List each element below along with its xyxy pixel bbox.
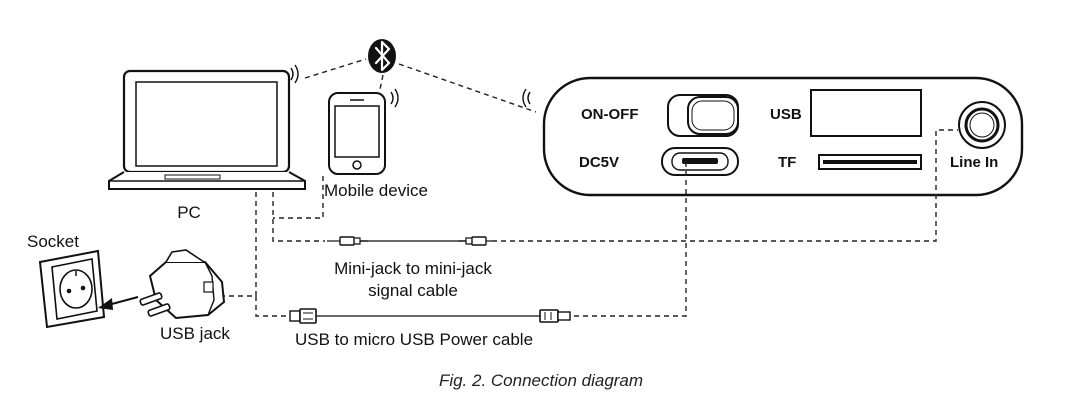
usb-label: USB	[770, 106, 802, 123]
wireless-signal-icon	[522, 88, 531, 108]
mobile-device-label: Mobile device	[324, 181, 428, 200]
usb-port	[810, 89, 922, 137]
on-off-label: ON-OFF	[581, 106, 639, 123]
minijack-cable-label-line1: Mini-jack to mini-jack	[334, 259, 492, 278]
pc-label: PC	[177, 203, 201, 222]
bluetooth-icon	[368, 39, 396, 73]
minijack-cable-label-line2: signal cable	[368, 281, 458, 300]
mobile-phone-icon	[328, 92, 386, 175]
power-wiring	[223, 162, 687, 317]
usb-power-cable-label: USB to micro USB Power cable	[295, 330, 533, 349]
wireless-signal-icon	[290, 64, 299, 84]
tf-label: TF	[778, 154, 796, 171]
signal-wiring	[272, 129, 958, 242]
line-in-jack	[958, 101, 1006, 149]
socket-label: Socket	[27, 232, 79, 251]
usb-jack-label: USB jack	[160, 324, 230, 343]
dc5v-label: DC5V	[579, 154, 619, 171]
plug-in-arrow	[98, 296, 139, 310]
wireless-signal-icon	[390, 88, 399, 108]
wall-socket-icon	[38, 249, 106, 329]
usb-power-cable	[289, 308, 571, 324]
line-in-label: Line In	[950, 154, 998, 171]
speaker-device: ON-OFF USB DC5V TF Line In	[542, 76, 1024, 197]
usb-charger-icon	[139, 249, 226, 320]
bluetooth-links	[304, 58, 537, 113]
minijack-cable	[327, 236, 492, 246]
laptop-icon	[108, 69, 306, 190]
figure-caption: Fig. 2. Connection diagram	[439, 371, 643, 390]
